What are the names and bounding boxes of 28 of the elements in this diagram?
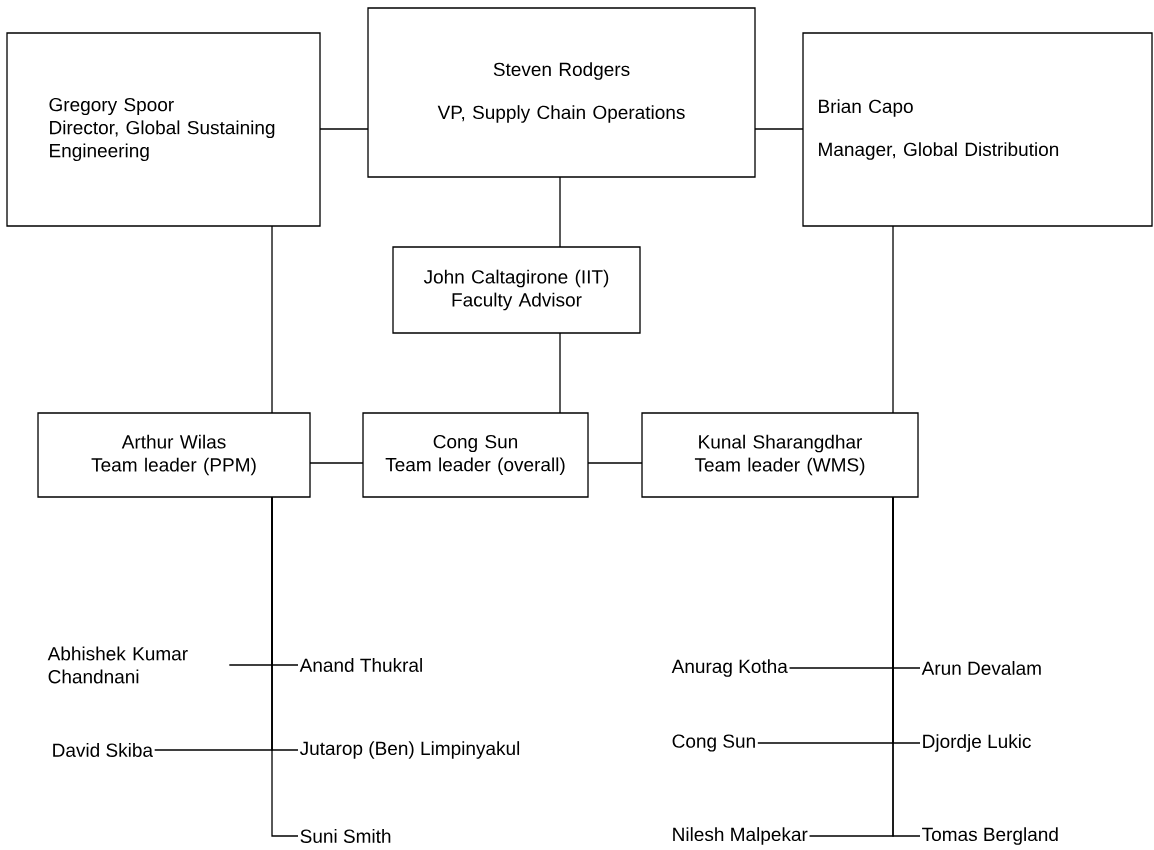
person-box: Steven Rodgers VP, Supply Chain Operations (367, 7, 756, 178)
connector-line (892, 496, 921, 837)
person-box: Kunal Sharangdhar Team leader (WMS) (641, 412, 919, 498)
connector-line (559, 332, 561, 414)
person-box: Brian Capo Manager, Global Distribution (802, 32, 1153, 227)
connector-line (754, 128, 804, 130)
member-name: Tomas Bergland (922, 827, 1058, 845)
connector-line (892, 225, 894, 414)
member-name: Nilesh Malpekar (673, 827, 808, 845)
member-name: Djordje Lukic (923, 734, 1031, 752)
connector-line (271, 225, 273, 414)
member-name: Cong Sun (672, 734, 755, 752)
connector-line (319, 128, 369, 130)
member-name: Abhishek Kumar Chandnani (47, 646, 188, 684)
person-box: Arthur Wilas Team leader (PPM) (37, 412, 311, 498)
person-box: Gregory Spoor Director, Global Sustaining Engineering (6, 32, 321, 227)
connector-line (271, 496, 299, 837)
member-name: Anurag Kotha (671, 659, 788, 677)
member-name: David Skiba (53, 743, 153, 757)
connector-line (587, 462, 643, 464)
member-name: Suni Smith (300, 829, 391, 843)
member-name: Jutarop (Ben) Limpinyakul (299, 741, 520, 759)
connector-line (309, 462, 364, 464)
person-box: John Caltagirone (IIT) Faculty Advisor (392, 246, 641, 334)
connector-line (559, 176, 561, 248)
member-name: Arun Devalam (921, 661, 1041, 675)
member-name: Anand Thukral (299, 658, 422, 672)
person-box: Cong Sun Team leader (overall) (362, 412, 589, 498)
